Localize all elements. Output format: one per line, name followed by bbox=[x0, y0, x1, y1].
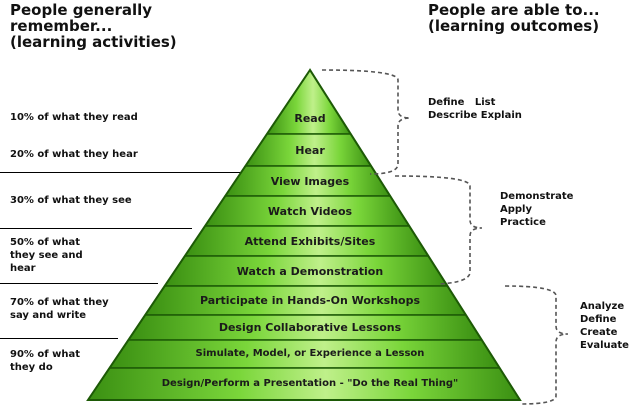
left-text-line: they see and bbox=[10, 250, 83, 261]
bracket-label-line: Apply bbox=[500, 204, 533, 215]
left-text-line: 70% of what they bbox=[10, 297, 109, 308]
pyramid-layer-watch-videos: Watch Videos bbox=[267, 204, 353, 218]
pyramid-layer-watch-demonstration: Watch a Demonstration bbox=[236, 264, 384, 278]
left-text-hear: 20% of what they hear bbox=[10, 148, 138, 161]
header-left-line3: (learning activities) bbox=[10, 33, 177, 51]
pyramid-layer-real-thing: Design/Perform a Presentation - "Do the … bbox=[161, 378, 459, 389]
left-text-say-write: 70% of what they say and write bbox=[10, 296, 109, 322]
bracket-label-line: Evaluate bbox=[580, 340, 629, 351]
left-text-line: 90% of what bbox=[10, 349, 81, 360]
pyramid-layer-collaborative-lessons: Design Collaborative Lessons bbox=[218, 321, 402, 334]
left-text-line: 30% of what they see bbox=[10, 195, 132, 206]
pyramid-outline bbox=[86, 68, 522, 401]
header-left-line2: remember... bbox=[10, 17, 113, 35]
bracket-shape bbox=[394, 175, 483, 285]
left-text-line: they do bbox=[10, 362, 53, 373]
bracket-label-line: Demonstrate bbox=[500, 191, 574, 202]
pyramid-layer-attend-exhibits: Attend Exhibits/Sites bbox=[244, 234, 376, 248]
header-right-line1: People are able to... bbox=[428, 1, 600, 19]
bracket-label-line: Define bbox=[580, 314, 617, 325]
separator-line bbox=[0, 338, 118, 339]
left-text-line: 20% of what they hear bbox=[10, 149, 138, 160]
separator-line bbox=[0, 283, 158, 284]
left-text-read: 10% of what they read bbox=[10, 111, 138, 124]
header-right-line2: (learning outcomes) bbox=[428, 17, 600, 35]
header-right: People are able to... (learning outcomes… bbox=[428, 2, 600, 34]
bracket-label-read-hear: Define List Describe Explain bbox=[428, 96, 522, 122]
left-text-line: 10% of what they read bbox=[10, 112, 138, 123]
bracket-shape bbox=[504, 285, 569, 405]
left-text-line: hear bbox=[10, 263, 36, 274]
left-text-do: 90% of what they do bbox=[10, 348, 80, 374]
separator-line bbox=[0, 172, 262, 173]
pyramid-layer-hands-on-workshops: Participate in Hands-On Workshops bbox=[199, 294, 421, 307]
header-left-line1: People generally bbox=[10, 1, 153, 19]
pyramid-layer-simulate-model: Simulate, Model, or Experience a Lesson bbox=[195, 348, 425, 359]
bracket-label-line: Analyze bbox=[580, 301, 625, 312]
bracket-label-line: Define List bbox=[428, 97, 496, 108]
left-text-line: 50% of what bbox=[10, 237, 81, 248]
bracket-shape bbox=[321, 69, 411, 175]
bracket-label-do: Analyze Define Create Evaluate bbox=[580, 300, 629, 352]
bracket-label-see: Demonstrate Apply Practice bbox=[500, 190, 573, 229]
bracket-label-line: Describe Explain bbox=[428, 110, 522, 121]
pyramid-layer-hear: Hear bbox=[295, 143, 325, 157]
pyramid-layer-view-images: View Images bbox=[270, 174, 350, 188]
left-text-see: 30% of what they see bbox=[10, 194, 132, 207]
left-text-line: say and write bbox=[10, 310, 87, 321]
separator-line bbox=[0, 228, 192, 229]
left-text-see-hear: 50% of what they see and hear bbox=[10, 236, 83, 275]
bracket-label-line: Practice bbox=[500, 217, 546, 228]
header-left: People generally remember... (learning a… bbox=[10, 2, 177, 50]
pyramid-layer-read: Read bbox=[294, 111, 326, 125]
bracket-label-line: Create bbox=[580, 327, 618, 338]
